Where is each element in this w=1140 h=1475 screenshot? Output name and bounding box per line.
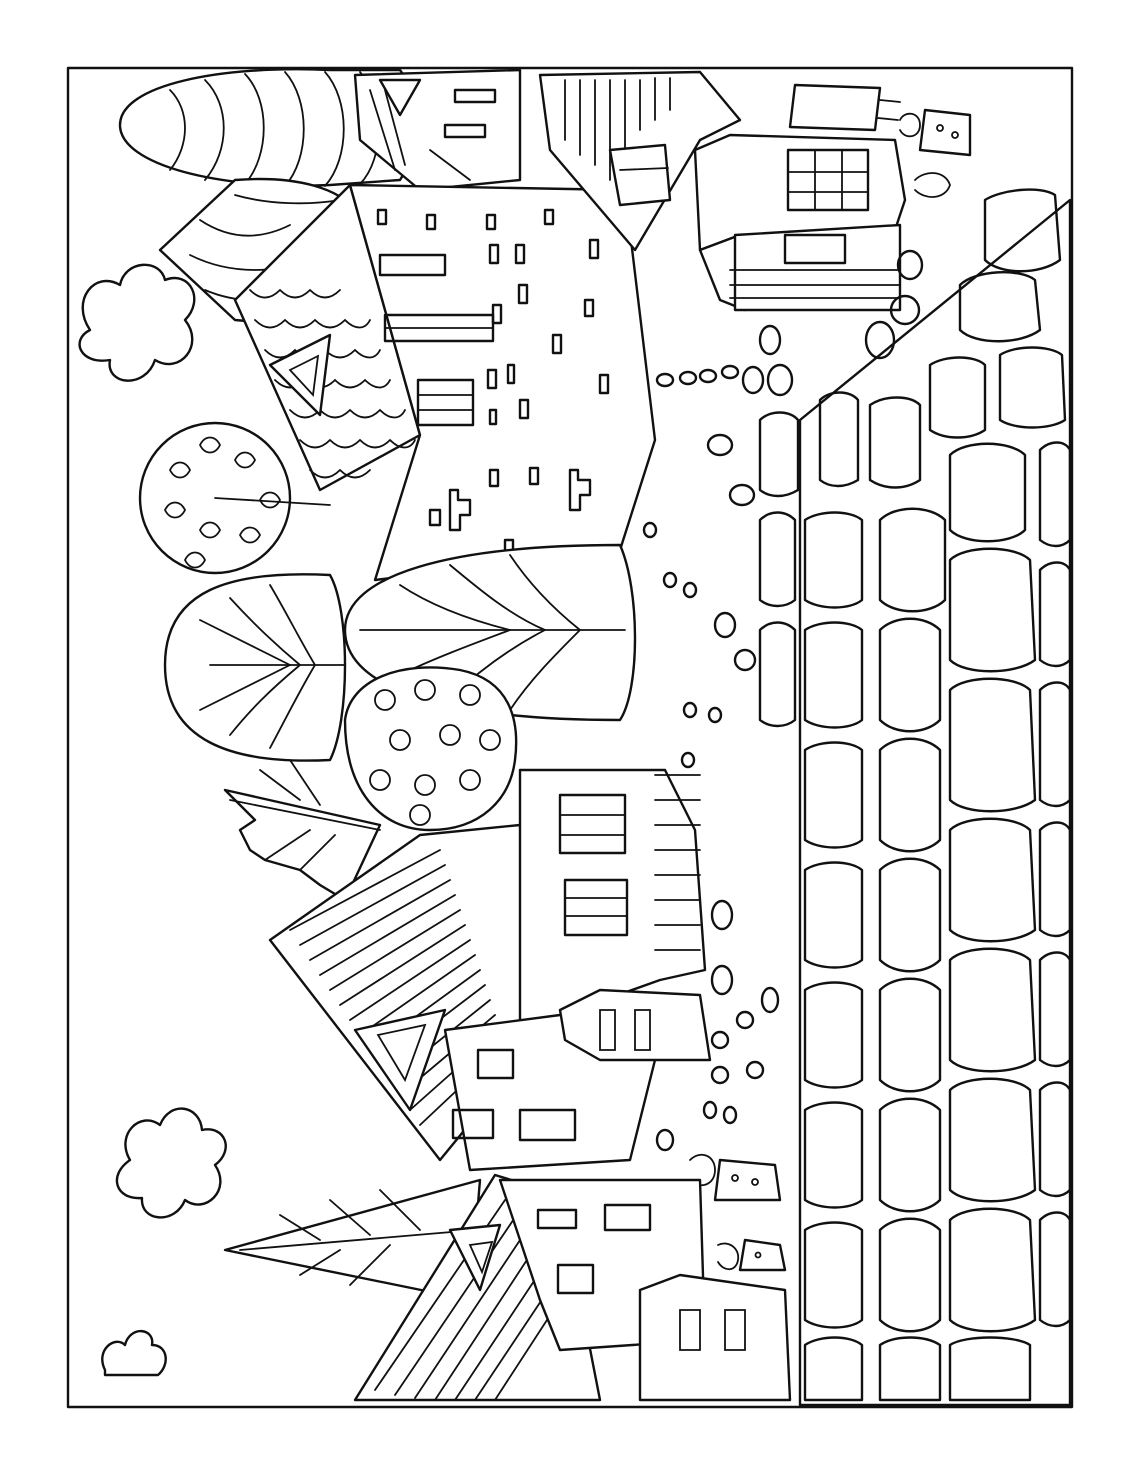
tree-round-leafy [138,421,331,575]
tree-striped-oval-top [118,68,417,187]
house-2 [538,70,907,312]
flower-bush [343,666,518,832]
page-border [66,66,1074,1409]
cloud-middle [115,1107,227,1219]
tree-fern [223,759,382,902]
path-stones-upper [642,249,924,1152]
house-1 [233,183,657,582]
house-top [353,68,522,192]
tree-striped-leaf-left [163,573,347,762]
house-3 [268,768,712,1172]
flower-pot-bottom [717,1238,787,1272]
flower-pot-middle [689,1153,782,1202]
house-4 [353,1173,792,1402]
flower-pot-top [899,108,972,198]
cobblestone-street [758,188,1072,1407]
cloud-bottom [101,1329,167,1377]
cloud-top [78,263,196,382]
